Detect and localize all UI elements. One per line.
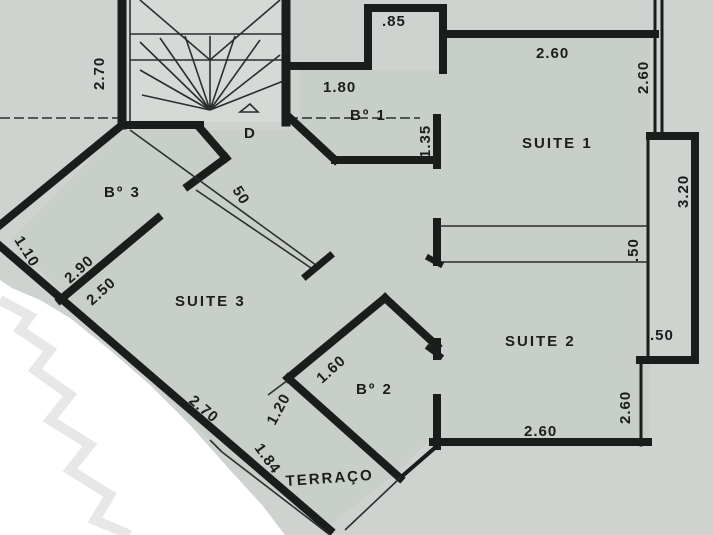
room-label-bath-3: Bº 3 (104, 184, 141, 201)
room-label-suite-1: SUITE 1 (522, 135, 593, 152)
dim-135: 1.35 (417, 125, 434, 158)
dim-180: 1.80 (323, 79, 356, 96)
staircase (118, 0, 288, 122)
dim-260-right-bottom: 2.60 (617, 391, 634, 424)
dim-50-right-top: .50 (625, 238, 642, 262)
room-label-terrace: TERRAÇO (285, 467, 374, 490)
dim-85: .85 (382, 13, 406, 30)
dim-260-right-top: 2.60 (635, 61, 652, 94)
dim-260-bottom: 2.60 (524, 423, 557, 440)
dim-260-top: 2.60 (536, 45, 569, 62)
room-label-bath-2: Bº 2 (356, 381, 393, 398)
room-label-suite-2: SUITE 2 (505, 333, 576, 350)
dim-270-left: 2.70 (91, 57, 108, 90)
dim-50-right-bottom: .50 (650, 327, 674, 344)
stair-direction-label: D (244, 125, 257, 142)
dim-320: 3.20 (675, 175, 692, 208)
room-label-suite-3: SUITE 3 (175, 293, 246, 310)
torn-texture (0, 295, 132, 535)
room-label-bath-1: Bº 1 (350, 107, 387, 124)
